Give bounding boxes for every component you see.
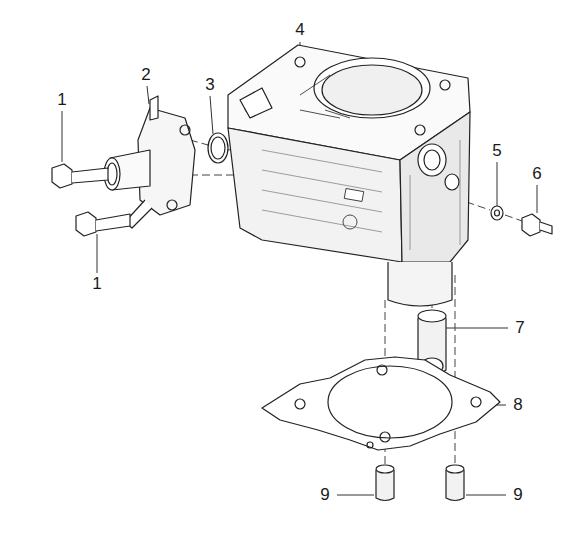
drain-bolt <box>522 214 552 236</box>
callout-number: 8 <box>511 396 524 414</box>
callout-number: 4 <box>293 21 306 39</box>
o-ring <box>208 133 228 163</box>
callout-number: 7 <box>513 319 526 337</box>
callout-number: 9 <box>511 486 524 504</box>
callout-number: 1 <box>55 91 68 109</box>
callout-number: 6 <box>530 165 543 183</box>
callout-number: 9 <box>318 486 331 504</box>
leader-lines <box>62 42 537 495</box>
cylinder-block <box>228 45 470 306</box>
callout-number: 1 <box>90 275 103 293</box>
dowel-pin <box>376 465 464 501</box>
thermostat-housing <box>104 96 195 228</box>
washer <box>491 206 503 220</box>
gasket <box>262 357 500 450</box>
callout-number: 3 <box>203 76 216 94</box>
callout-number: 2 <box>139 66 152 84</box>
callout-number: 5 <box>490 142 503 160</box>
bolt <box>52 164 130 236</box>
